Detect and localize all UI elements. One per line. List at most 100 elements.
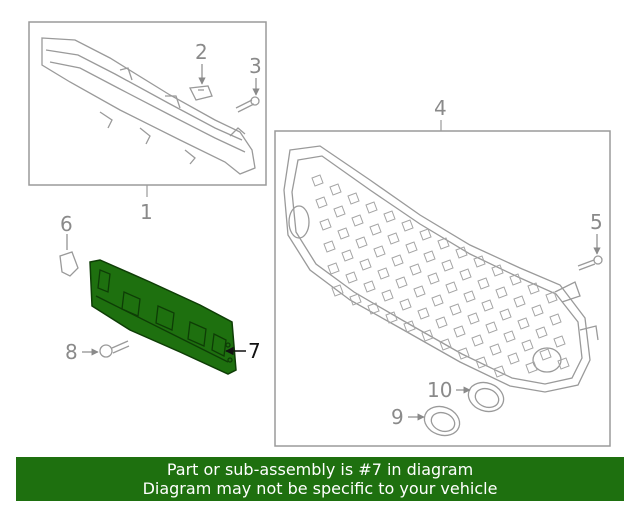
grille-hole — [409, 263, 422, 276]
grille-hole — [417, 307, 430, 320]
grille-hole-pattern — [311, 174, 570, 378]
grille-hole — [545, 291, 558, 304]
grille-hole — [329, 183, 342, 196]
grille-hole — [421, 329, 434, 342]
part-10-bezel — [467, 381, 505, 413]
grille-hole — [323, 240, 336, 253]
part-2-clip — [189, 85, 213, 101]
grille-hole — [349, 293, 362, 306]
part-8-screw — [99, 340, 130, 358]
grille-hole — [367, 302, 380, 315]
grille-hole — [351, 214, 364, 227]
grille-hole — [455, 246, 468, 259]
grille-hole — [527, 282, 540, 295]
grille-hole — [439, 338, 452, 351]
grille-hole — [327, 262, 340, 275]
grille-hole — [401, 219, 414, 232]
part-9-bezel — [423, 405, 461, 437]
grille-hole — [441, 259, 454, 272]
grille-hole — [403, 320, 416, 333]
grille-hole — [531, 304, 544, 317]
grille-hole — [387, 232, 400, 245]
grille-hole — [311, 174, 324, 187]
part-6-clip — [59, 251, 79, 277]
grille-hole — [383, 210, 396, 223]
grille-hole — [495, 286, 508, 299]
grille-hole — [491, 264, 504, 277]
grille-hole — [475, 356, 488, 369]
banner-line-2: Diagram may not be specific to your vehi… — [142, 479, 498, 498]
callout-2: 2 — [195, 40, 208, 64]
banner-line-1: Part or sub-assembly is #7 in diagram — [166, 460, 474, 479]
grille-hole — [395, 276, 408, 289]
grille-hole — [549, 313, 562, 326]
callout-9: 9 — [391, 405, 404, 429]
grille-hole — [453, 325, 466, 338]
callout-7: 7 — [248, 339, 261, 363]
callout-3: 3 — [249, 54, 262, 78]
callout-6: 6 — [60, 212, 73, 236]
grille-hole — [419, 228, 432, 241]
grille-hole — [315, 196, 328, 209]
grille-hole — [525, 361, 538, 374]
grille-hole — [477, 277, 490, 290]
callout-4: 4 — [434, 96, 447, 120]
part-4-box — [274, 130, 611, 447]
grille-hole — [493, 365, 506, 378]
grille-hole — [331, 284, 344, 297]
grille-hole — [471, 334, 484, 347]
grille-hole — [369, 223, 382, 236]
grille-hole — [319, 218, 332, 231]
callout-10: 10 — [427, 378, 452, 402]
grille-hole — [557, 357, 570, 370]
grille-hole — [431, 294, 444, 307]
grille-hole — [513, 295, 526, 308]
grille-hole — [553, 335, 566, 348]
grille-hole — [363, 280, 376, 293]
grille-hole — [391, 254, 404, 267]
grille-hole — [347, 192, 360, 205]
grille-hole — [457, 347, 470, 360]
grille-hole — [521, 339, 534, 352]
grille-hole — [503, 330, 516, 343]
grille-hole — [489, 343, 502, 356]
grille-hole — [377, 267, 390, 280]
grille-hole — [427, 272, 440, 285]
grille-hole — [341, 249, 354, 262]
grille-hole — [345, 271, 358, 284]
grille-hole — [507, 352, 520, 365]
grille-hole — [499, 308, 512, 321]
grille-hole — [539, 348, 552, 361]
grille-hole — [423, 250, 436, 263]
part-4-grille — [283, 145, 599, 393]
part-7-bracket — [89, 259, 237, 375]
grille-hole — [449, 303, 462, 316]
grille-hole — [337, 227, 350, 240]
part-5-screw — [577, 255, 603, 271]
grille-hole — [385, 311, 398, 324]
grille-hole — [333, 205, 346, 218]
part-3-screw — [235, 96, 260, 113]
part-1-bracket — [41, 37, 256, 175]
grille-hole — [381, 289, 394, 302]
grille-hole — [473, 255, 486, 268]
info-banner: Part or sub-assembly is #7 in diagram Di… — [16, 457, 624, 501]
grille-hole — [355, 236, 368, 249]
grille-hole — [435, 316, 448, 329]
callout-1: 1 — [140, 200, 153, 224]
grille-hole — [463, 290, 476, 303]
grille-hole — [413, 285, 426, 298]
grille-hole — [359, 258, 372, 271]
grille-hole — [517, 317, 530, 330]
callout-8: 8 — [65, 340, 78, 364]
grille-hole — [485, 321, 498, 334]
grille-hole — [535, 326, 548, 339]
grille-hole — [509, 273, 522, 286]
grille-hole — [467, 312, 480, 325]
grille-hole — [365, 201, 378, 214]
grille-hole — [405, 241, 418, 254]
grille-hole — [399, 298, 412, 311]
grille-hole — [459, 268, 472, 281]
grille-hole — [437, 237, 450, 250]
